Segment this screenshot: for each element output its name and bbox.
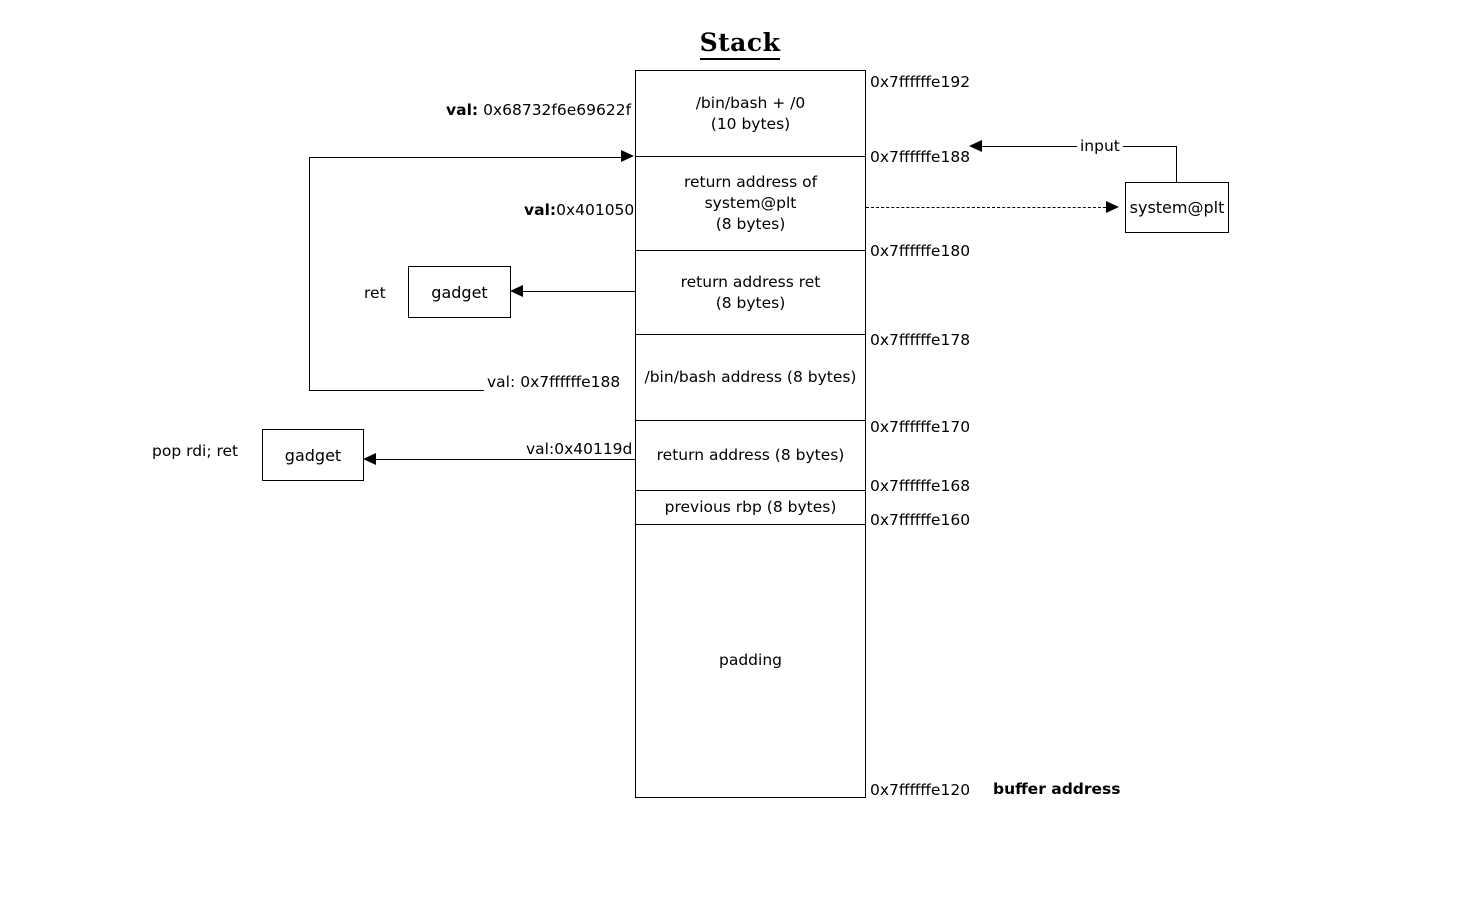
stack-cell-system-plt-ret-line2: (8 bytes) (715, 214, 786, 233)
annotation-val-bash-string: val:0x68732f6e69622f (446, 101, 632, 119)
stack-cell-padding: padding (636, 525, 865, 796)
annotation-val-bash-address: val:0x7ffffffe188 (484, 373, 624, 391)
address-label-0x7ffffffe178: 0x7ffffffe178 (870, 331, 971, 349)
address-label-0x7ffffffe170: 0x7ffffffe170 (870, 418, 971, 436)
input-label: input (1077, 138, 1123, 155)
annotation-val-system-plt: val:0x401050 (524, 201, 635, 219)
annotation-val-bash-address-value: 0x7ffffffe188 (520, 373, 621, 391)
annotation-val-pop-rdi-key: val: (526, 440, 555, 458)
loop-top-segment (309, 157, 622, 158)
stack-cell-bash-string-line2: (10 bytes) (710, 114, 791, 133)
stack-cell-ret-gadget: return address ret (8 bytes) (636, 251, 865, 335)
loop-bottom-segment (309, 390, 486, 391)
system-plt-box-label: system@plt (1129, 198, 1225, 217)
stack-cell-bash-address-line1: /bin/bash address (8 bytes) (644, 368, 857, 387)
address-label-0x7ffffffe160: 0x7ffffffe160 (870, 511, 971, 529)
stack-cell-bash-string-line1: /bin/bash + /0 (695, 93, 806, 112)
stack-cell-return-address: return address (8 bytes) (636, 421, 865, 491)
stack-cell-system-plt-ret: return address of system@plt (8 bytes) (636, 157, 865, 251)
ret-gadget-connector (522, 291, 636, 292)
stack-cell-return-address-line1: return address (8 bytes) (656, 446, 845, 465)
annotation-val-bash-string-key: val: (446, 101, 479, 119)
annotation-val-pop-rdi-value: 0x40119d (554, 440, 633, 458)
address-label-0x7ffffffe120: 0x7ffffffe120 (870, 781, 971, 799)
stack-cell-previous-rbp-line1: previous rbp (8 bytes) (664, 498, 837, 517)
address-label-0x7ffffffe180: 0x7ffffffe180 (870, 242, 971, 260)
page-title-text: Stack (699, 28, 781, 60)
annotation-val-bash-address-key: val: (487, 373, 516, 391)
annotation-val-system-plt-key: val: (524, 201, 557, 219)
buffer-address-label: buffer address (993, 780, 1121, 798)
system-plt-arrowhead-icon (1106, 201, 1119, 213)
loop-left-segment (309, 157, 310, 391)
pop-rdi-ret-instruction-label: pop rdi; ret (152, 442, 239, 460)
system-plt-dashed-connector (866, 207, 1106, 208)
gadget-pop-rdi-box[interactable]: gadget (262, 429, 364, 481)
ret-instruction-label: ret (364, 284, 386, 302)
pop-rdi-gadget-connector (375, 459, 636, 460)
loop-arrowhead-icon (621, 150, 634, 162)
gadget-ret-box-label: gadget (431, 282, 488, 302)
input-vertical-segment (1176, 146, 1177, 183)
address-label-0x7ffffffe168: 0x7ffffffe168 (870, 477, 971, 495)
address-label-0x7ffffffe192: 0x7ffffffe192 (870, 73, 971, 91)
stack-cell-padding-line1: padding (719, 651, 782, 670)
annotation-val-bash-string-value: 0x68732f6e69622f (483, 101, 632, 119)
gadget-pop-rdi-box-label: gadget (284, 445, 342, 465)
gadget-ret-box[interactable]: gadget (408, 266, 511, 318)
address-label-0x7ffffffe188: 0x7ffffffe188 (870, 148, 971, 166)
input-arrowhead-icon (969, 140, 982, 152)
stack-cell-ret-gadget-line1: return address ret (680, 272, 821, 291)
stack-column: /bin/bash + /0 (10 bytes) return address… (635, 70, 866, 798)
stack-cell-bash-string: /bin/bash + /0 (10 bytes) (636, 71, 865, 157)
pop-rdi-gadget-arrowhead-icon (363, 453, 376, 465)
annotation-val-system-plt-value: 0x401050 (556, 201, 635, 219)
system-plt-box[interactable]: system@plt (1125, 182, 1229, 233)
stack-cell-bash-address: /bin/bash address (8 bytes) (636, 335, 865, 421)
stack-cell-system-plt-ret-line1: return address of system@plt (683, 173, 818, 213)
stack-cell-ret-gadget-line2: (8 bytes) (715, 293, 786, 312)
ret-gadget-arrowhead-icon (510, 285, 523, 297)
annotation-val-pop-rdi: val:0x40119d (523, 440, 636, 458)
page-title: Stack (0, 28, 1480, 60)
stack-cell-previous-rbp: previous rbp (8 bytes) (636, 491, 865, 525)
